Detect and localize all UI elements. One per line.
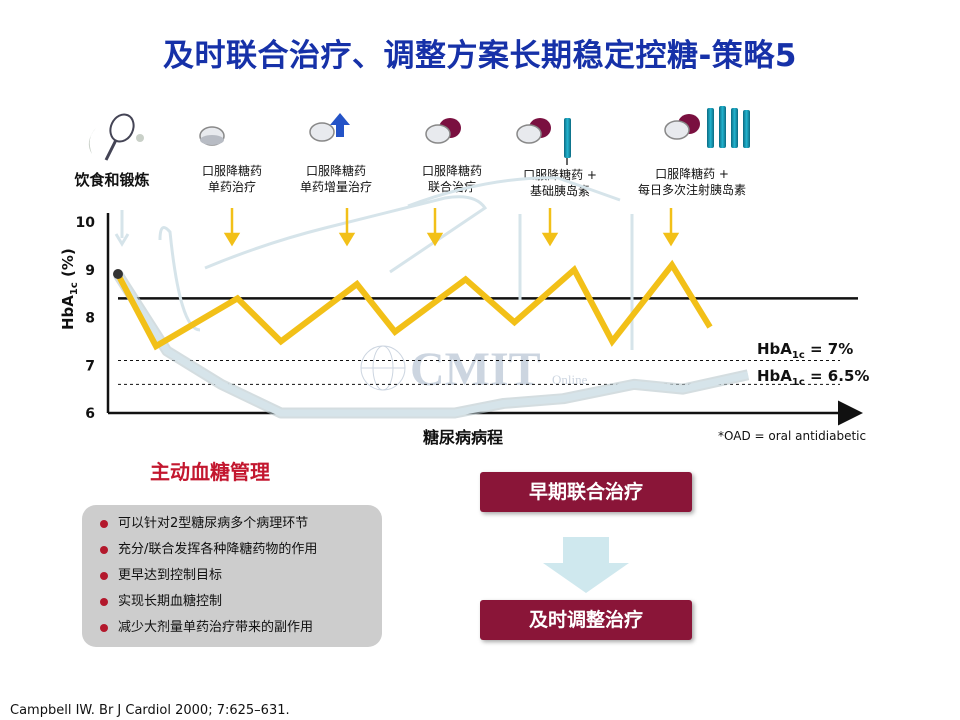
start-point xyxy=(113,269,123,279)
y-tick-label: 8 xyxy=(85,311,95,327)
y-axis-label: HbA1c (%) xyxy=(59,248,80,330)
pill-icon xyxy=(199,126,225,146)
y-tick-label: 6 xyxy=(85,406,95,422)
phase-label-oad-mdi: 口服降糖药 +每日多次注射胰岛素 xyxy=(637,167,746,197)
section-title: 主动血糖管理 xyxy=(150,460,270,484)
benefit-item: 可以针对2型糖尿病多个病理环节 xyxy=(100,511,382,537)
pills-insulin-pen-icon xyxy=(516,118,571,165)
watermark-text: CMIT xyxy=(410,343,541,396)
y-tick-label: 7 xyxy=(85,358,95,374)
phase-label-diet: 饮食和锻炼 xyxy=(74,171,150,189)
pill-increase-icon xyxy=(309,113,350,142)
down-arrow xyxy=(543,537,629,593)
page-title: 及时联合治疗、调整方案长期稳定控糖-策略5 xyxy=(163,38,797,74)
footnote: *OAD = oral antidiabetic xyxy=(718,429,867,443)
benefit-item: 充分/联合发挥各种降糖药物的作用 xyxy=(100,537,382,563)
cmit-watermark: CMIT Online xyxy=(360,343,588,396)
benefit-item: 更早达到控制目标 xyxy=(100,563,382,589)
two-pills-icon xyxy=(425,118,461,144)
treatment-start-arrows xyxy=(223,208,680,247)
y-tick-labels: 10 9 8 7 6 xyxy=(76,215,96,422)
ref-label-65: HbA1c = 6.5% xyxy=(757,367,869,388)
ref-label-7: HbA1c = 7% xyxy=(757,340,853,361)
pills-multiple-insulin-pens-icon xyxy=(664,106,750,148)
phase-label-oad-combo: 口服降糖药联合治疗 xyxy=(421,164,482,194)
phase-label-oad-mono: 口服降糖药单药治疗 xyxy=(201,164,262,194)
watermark-sub: Online xyxy=(552,372,588,387)
y-tick-label: 10 xyxy=(76,215,96,231)
x-axis-label: 糖尿病病程 xyxy=(423,428,504,447)
y-tick-label: 9 xyxy=(85,263,95,279)
chart-series xyxy=(113,259,750,419)
phase-label-oad-increase: 口服降糖药单药增量治疗 xyxy=(299,164,372,194)
citation: Campbell IW. Br J Cardiol 2000; 7:625–63… xyxy=(10,703,290,718)
series-line-actual-path xyxy=(115,259,713,351)
benefits-panel: 可以针对2型糖尿病多个病理环节 充分/联合发挥各种降糖药物的作用 更早达到控制目… xyxy=(82,505,382,647)
benefit-item: 减少大剂量单药治疗带来的副作用 xyxy=(100,615,382,641)
benefit-item: 实现长期血糖控制 xyxy=(100,589,382,615)
early-combination-box: 早期联合治疗 xyxy=(480,472,692,512)
timely-adjust-box: 及时调整治疗 xyxy=(480,600,692,640)
diet-exercise-icon xyxy=(88,113,144,161)
